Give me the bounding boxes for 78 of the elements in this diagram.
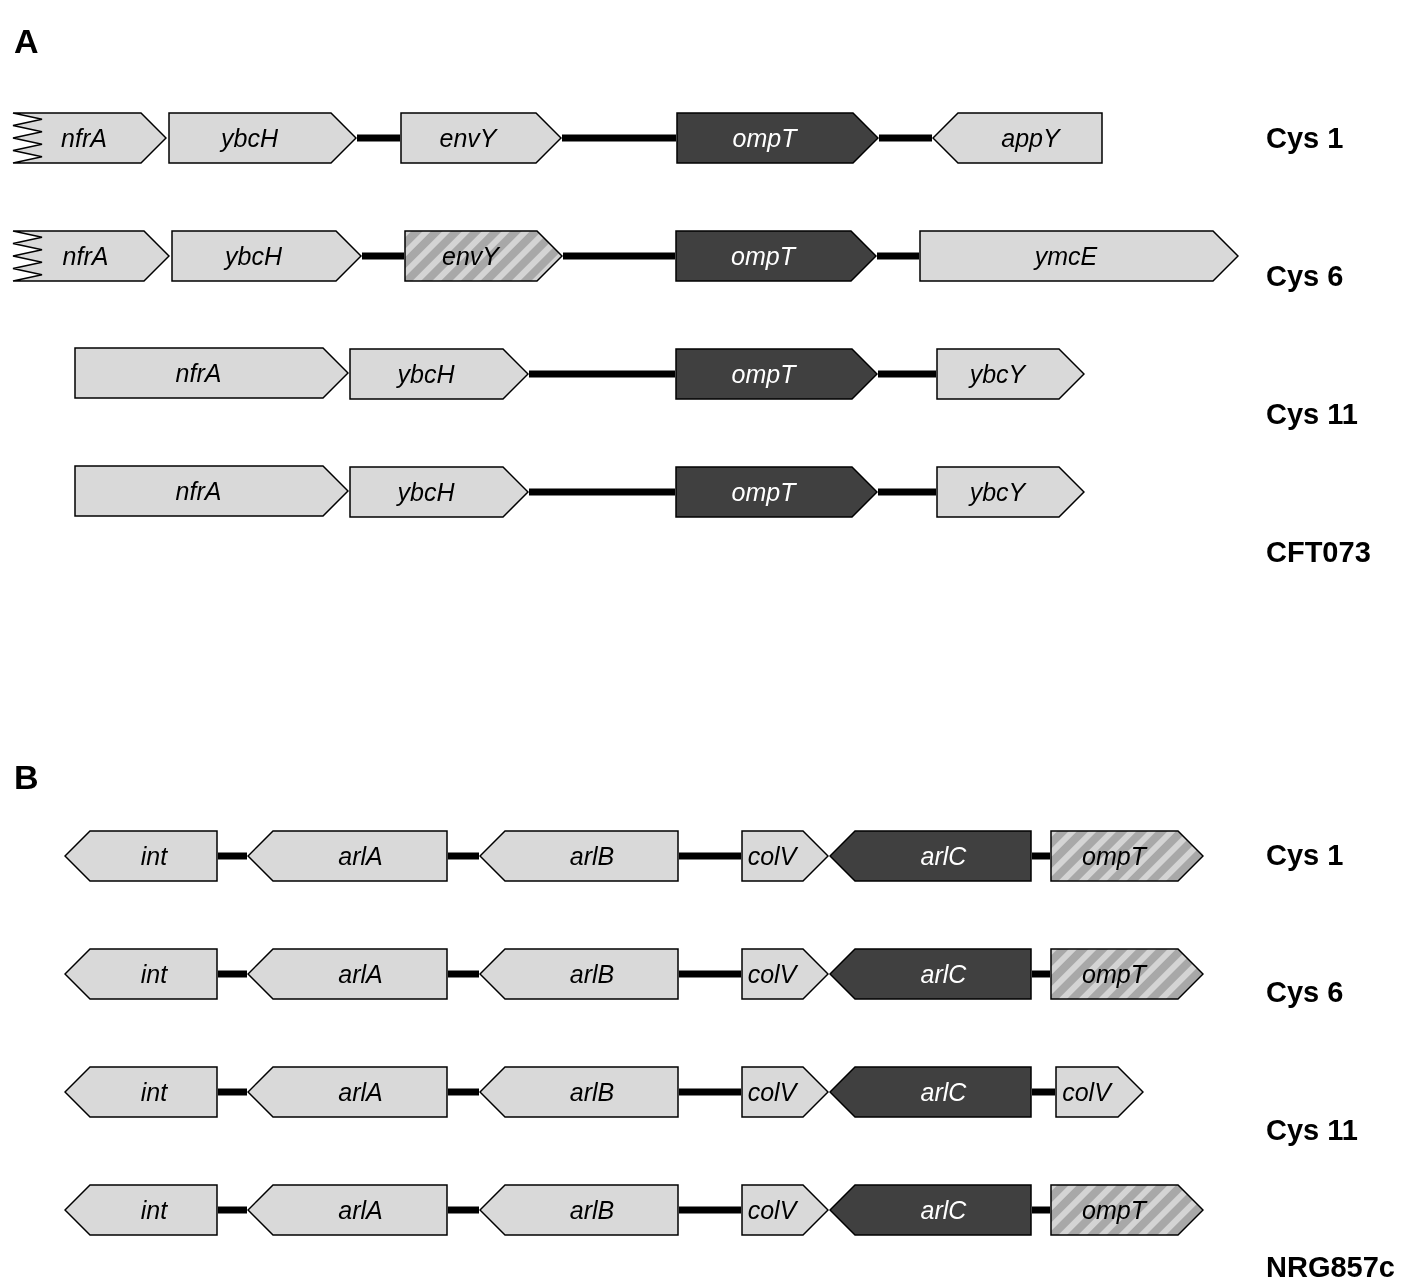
gene-block: int (64, 1184, 218, 1236)
gene-block: colV (741, 1184, 829, 1236)
connector-line (529, 488, 675, 496)
connector-line (1032, 970, 1050, 978)
gene-block: ybcY (936, 466, 1085, 518)
gene-block: arlB (479, 948, 679, 1000)
connector-line (877, 252, 919, 260)
gene-block: ompT (675, 466, 878, 518)
connector-line (362, 252, 404, 260)
connector-line (218, 852, 247, 860)
gene-block: arlC (829, 830, 1032, 882)
gene-block: arlA (247, 830, 448, 882)
gene-block: appY (932, 112, 1103, 164)
connector-line (1032, 1088, 1055, 1096)
gene-block: ompT (676, 112, 879, 164)
gene-block: ompT (1050, 1184, 1204, 1236)
gene-block: ybcH (168, 112, 357, 164)
gene-block: arlB (479, 1184, 679, 1236)
gene-block: ompT (675, 230, 877, 282)
gene-block: nfrA (12, 112, 167, 164)
gene-block: ybcH (349, 348, 529, 400)
gene-block: ybcH (171, 230, 362, 282)
gene-block: colV (1055, 1066, 1144, 1118)
strain-label: CFT073 (1266, 538, 1371, 567)
connector-line (679, 1206, 741, 1214)
strain-label: Cys 11 (1266, 400, 1358, 429)
gene-block: ompT (1050, 830, 1204, 882)
connector-line (218, 1088, 247, 1096)
connector-line (448, 970, 479, 978)
connector-line (563, 252, 675, 260)
connector-line (1032, 1206, 1050, 1214)
gene-block: nfrA (12, 230, 170, 282)
gene-block: envY (404, 230, 563, 282)
connector-line (562, 134, 676, 142)
gene-block: colV (741, 948, 829, 1000)
strain-label: Cys 6 (1266, 262, 1344, 291)
gene-block: arlA (247, 1066, 448, 1118)
strain-label: Cys 11 (1266, 1116, 1358, 1145)
connector-line (448, 852, 479, 860)
gene-block: arlB (479, 830, 679, 882)
strain-label: Cys 1 (1266, 841, 1344, 870)
panel-letter: A (14, 24, 39, 58)
gene-block: arlB (479, 1066, 679, 1118)
gene-block: ybcH (349, 466, 529, 518)
gene-block: nfrA (74, 347, 349, 399)
connector-line (448, 1206, 479, 1214)
gene-block: ompT (1050, 948, 1204, 1000)
connector-line (878, 488, 936, 496)
connector-line (218, 970, 247, 978)
gene-block: ompT (675, 348, 878, 400)
gene-block: arlC (829, 1184, 1032, 1236)
gene-block: arlC (829, 948, 1032, 1000)
gene-block: int (64, 1066, 218, 1118)
connector-line (679, 970, 741, 978)
strain-label: NRG857c (1266, 1253, 1395, 1282)
gene-block: nfrA (74, 465, 349, 517)
connector-line (529, 370, 675, 378)
connector-line (1032, 852, 1050, 860)
gene-block: colV (741, 830, 829, 882)
gene-block: arlC (829, 1066, 1032, 1118)
gene-block: arlA (247, 1184, 448, 1236)
connector-line (878, 370, 936, 378)
connector-line (879, 134, 932, 142)
gene-block: ybcY (936, 348, 1085, 400)
connector-line (679, 852, 741, 860)
connector-line (679, 1088, 741, 1096)
gene-block: int (64, 830, 218, 882)
gene-block: colV (741, 1066, 829, 1118)
connector-line (357, 134, 400, 142)
connector-line (218, 1206, 247, 1214)
strain-label: Cys 1 (1266, 124, 1344, 153)
gene-block: int (64, 948, 218, 1000)
connector-line (448, 1088, 479, 1096)
gene-block: ymcE (919, 230, 1239, 282)
panel-letter: B (14, 760, 39, 794)
gene-block: arlA (247, 948, 448, 1000)
strain-label: Cys 6 (1266, 978, 1344, 1007)
gene-block: envY (400, 112, 562, 164)
